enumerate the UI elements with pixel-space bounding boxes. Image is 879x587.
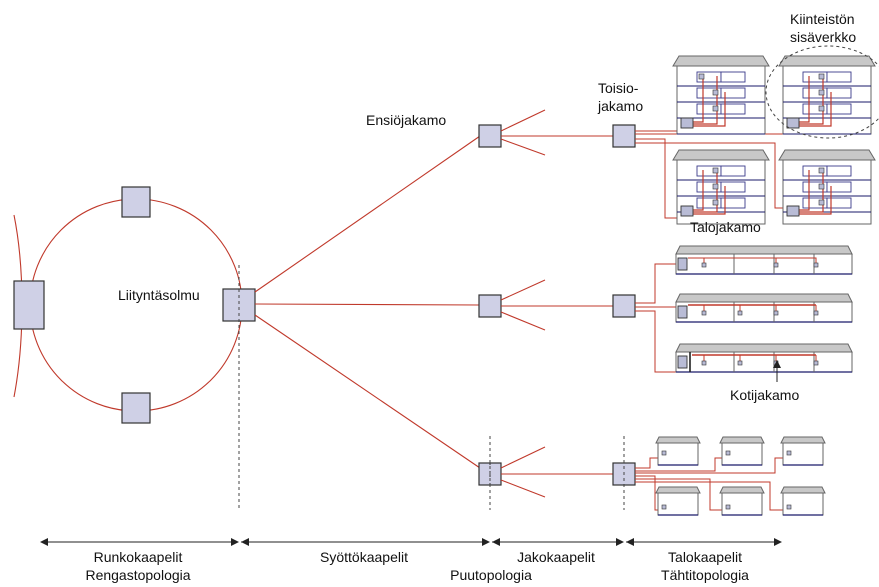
home-distributor-label: Kotijakamo [730,387,799,403]
fan-bot-2 [500,479,546,498]
segment-topology-building: Tähtitopologia [661,567,749,583]
property-network-boundary [765,45,879,139]
apartment-building-1 [672,55,770,135]
access-node-label: Liityntäsolmu [118,287,200,303]
segment-labels: Runkokaapelit Rengastopologia Syöttökaap… [85,549,749,583]
primary-distributor-mid [478,294,502,318]
feeder-cables [254,135,481,469]
apartment-building-2 [778,55,876,135]
secondary-distributor-label-line2: jakamo [597,98,643,114]
secondary-distributor-top [612,124,636,148]
ring-node-bottom [121,392,151,424]
row-house-3 [675,343,853,373]
segment-label-building: Talokaapelit [668,549,742,565]
house-4 [655,486,701,516]
fan-mid-1 [500,279,546,301]
access-node-group: Liityntäsolmu [118,287,256,322]
segment-arrows [40,538,782,546]
apartment-building-4 [778,149,876,225]
apartment-building-3 [672,149,770,225]
building-distributor [680,117,694,129]
feeder-cable-top [254,135,481,293]
distribution-cables [501,135,613,475]
fan-top-1 [500,109,546,132]
property-network-label-line2: sisäverkko [790,29,856,45]
feeder-cable-mid [254,303,481,306]
primary-distributor-label: Ensiöjakamo [366,112,446,128]
access-node [222,288,256,322]
fan-mid-2 [500,311,546,331]
ring-node-top [121,186,151,218]
distribution-fans [500,109,546,498]
house-5 [719,486,765,516]
secondary-distributors: Toisio- jakamo [597,80,643,486]
feeder-cable-bottom [254,314,481,469]
building-distributor-label: Talojakamo [690,219,761,235]
house-2 [719,436,765,466]
building-cables-mid [635,263,678,373]
fan-top-2 [500,138,546,156]
row-house-2 [675,293,853,323]
property-network-label-line1: Kiinteistön [790,11,855,27]
row-house-1 [675,245,853,275]
house-6 [780,486,826,516]
segment-topology-distribution: Puutopologia [450,567,532,583]
secondary-distributor-mid [612,294,636,318]
detached-houses [655,436,826,516]
building-distributor [786,205,800,217]
segment-label-distribution: Jakokaapelit [517,549,595,565]
ring-node-left [13,280,45,330]
home-distributor [677,305,688,319]
segment-dividers [238,265,625,510]
home-distributor [677,257,688,271]
home-distributor [677,355,688,369]
primary-distributor-top [478,124,502,148]
ring-cable [29,198,243,412]
primary-distributors: Ensiöjakamo [366,112,502,486]
roof [672,55,770,67]
home-distributor-pointer: Kotijakamo [730,360,799,403]
fan-bot-1 [500,446,546,469]
backbone-ring [13,186,243,424]
building-distributor [786,117,800,129]
secondary-distributor-label-line1: Toisio- [598,80,639,96]
house-1 [655,436,701,466]
building-distributor [680,205,694,217]
segment-topology-backbone: Rengastopologia [85,567,190,583]
house-3 [780,436,826,466]
segment-label-feeder: Syöttökaapelit [320,549,408,565]
segment-label-backbone: Runkokaapelit [94,549,183,565]
